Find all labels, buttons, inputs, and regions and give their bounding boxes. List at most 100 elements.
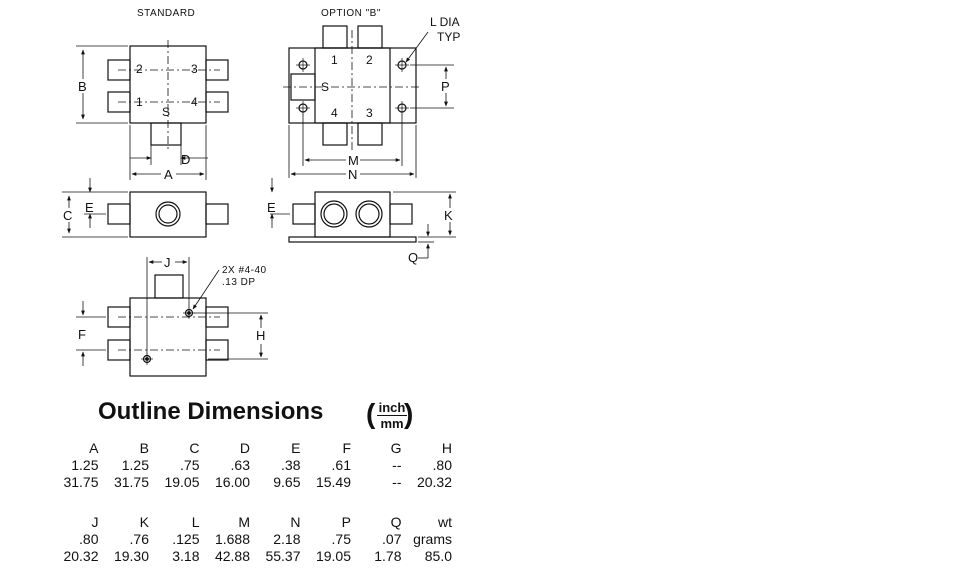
- value-cell: .75: [180, 457, 200, 473]
- dimensions-table-1: A B C D E F G H 1.25 1.25 .75 .63 .38 .6…: [48, 440, 452, 491]
- value-cell: 9.65: [273, 474, 301, 490]
- value-cell: .07: [382, 531, 402, 547]
- dim-letter-h: H: [256, 328, 265, 343]
- value-cell: .80: [79, 531, 99, 547]
- port-connector: [150, 122, 182, 146]
- port-label-s: S: [162, 105, 170, 119]
- value-cell: 20.32: [416, 474, 452, 490]
- option-b-label: OPTION "B": [321, 8, 381, 19]
- value-cell: .75: [331, 531, 351, 547]
- standard-side-body: [129, 191, 207, 238]
- port-label-s: S: [321, 80, 329, 94]
- header-cell: G: [390, 440, 402, 456]
- port-connector: [357, 25, 383, 49]
- dim-letter-b: B: [78, 79, 87, 94]
- dim-letter-f: F: [78, 327, 86, 342]
- table-row-inch: 1.25 1.25 .75 .63 .38 .61 -- .80: [48, 457, 452, 474]
- tap-note-line1: 2X #4-40: [222, 265, 267, 276]
- header-cell: P: [341, 514, 351, 530]
- value-cell: .76: [129, 531, 149, 547]
- value-cell: 1.78: [374, 548, 402, 564]
- dim-letter-j: J: [164, 255, 171, 270]
- header-cell: F: [342, 440, 351, 456]
- value-cell: 55.37: [265, 548, 301, 564]
- port-connector: [154, 274, 184, 299]
- value-cell: 19.05: [164, 474, 200, 490]
- unit-fraction: ( inch mm ): [366, 398, 418, 434]
- side-connector: [389, 203, 413, 225]
- header-cell: B: [139, 440, 149, 456]
- paren-right: ): [404, 398, 414, 429]
- value-cell: grams: [413, 531, 452, 547]
- port-label-2: 2: [366, 53, 373, 67]
- value-cell: 19.05: [315, 548, 351, 564]
- tapped-hole: [183, 307, 195, 319]
- port-label-2: 2: [136, 62, 143, 76]
- port-connector: [322, 25, 348, 49]
- value-cell: .80: [432, 457, 452, 473]
- value-cell: 1.25: [71, 457, 99, 473]
- unit-inch: inch: [378, 400, 406, 415]
- tapped-hole: [141, 353, 153, 365]
- value-cell: --: [392, 457, 402, 473]
- value-cell: 2.18: [273, 531, 301, 547]
- dimensions-table-2: J K L M N P Q wt .80 .76 .125 1.688 2.18…: [48, 514, 452, 565]
- value-cell: 19.30: [113, 548, 149, 564]
- side-connector: [205, 203, 229, 225]
- value-cell: 15.49: [315, 474, 351, 490]
- value-cell: .125: [172, 531, 200, 547]
- header-cell: E: [291, 440, 301, 456]
- mounting-hole: [296, 101, 310, 115]
- tap-note-line2: .13 DP: [222, 277, 256, 288]
- mounting-hole: [395, 58, 409, 72]
- standard-label: STANDARD: [137, 8, 195, 19]
- standard-bottom-body: [129, 297, 207, 377]
- port-connector: [357, 122, 383, 146]
- s-port-circle: [155, 201, 181, 227]
- dim-letter-e: E: [85, 200, 94, 215]
- typ-label: TYP: [437, 30, 460, 44]
- standard-top-view: 2 3 1 4 S B D A: [76, 40, 229, 182]
- outline-drawing: STANDARD 2 3 1 4 S B D A: [62, 8, 460, 377]
- dim-letter-p: P: [441, 79, 450, 94]
- table-header-row: J K L M N P Q wt: [48, 514, 453, 531]
- unit-mm: mm: [380, 416, 404, 431]
- value-cell: --: [392, 474, 402, 490]
- table-row-mm: 31.75 31.75 19.05 16.00 9.65 15.49 -- 20…: [48, 474, 452, 491]
- value-cell: .38: [281, 457, 301, 473]
- value-cell: 1.688: [214, 531, 250, 547]
- value-cell: 1.25: [121, 457, 149, 473]
- header-cell: Q: [390, 514, 402, 530]
- option-b-side-view: E K Q: [267, 178, 456, 265]
- dim-letter-q: Q: [408, 250, 418, 265]
- port-label-3: 3: [191, 62, 198, 76]
- l-dia-label: L DIA: [430, 15, 460, 29]
- header-cell: J: [91, 514, 99, 530]
- table-row-inch: .80 .76 .125 1.688 2.18 .75 .07 grams: [48, 531, 452, 548]
- port-label-4: 4: [191, 95, 198, 109]
- value-cell: 3.18: [172, 548, 200, 564]
- standard-side-view: C E: [62, 178, 229, 238]
- port-circle: [355, 200, 383, 228]
- dim-letter-n: N: [348, 167, 357, 182]
- side-connector: [292, 203, 316, 225]
- header-cell: N: [290, 514, 301, 530]
- value-cell: .63: [230, 457, 250, 473]
- port-label-3: 3: [366, 106, 373, 120]
- port-label-1: 1: [331, 53, 338, 67]
- header-cell: wt: [438, 514, 452, 530]
- table-header-row: A B C D E F G H: [48, 440, 452, 457]
- header-cell: A: [89, 440, 99, 456]
- dim-letter-a: A: [164, 167, 173, 182]
- value-cell: 85.0: [424, 548, 452, 564]
- dim-letter-d: D: [181, 152, 190, 167]
- header-cell: K: [139, 514, 149, 530]
- value-cell: 20.32: [63, 548, 99, 564]
- table-row-mm: 20.32 19.30 3.18 42.88 55.37 19.05 1.78 …: [48, 548, 452, 565]
- dim-letter-k: K: [444, 208, 453, 223]
- port-label-4: 4: [331, 106, 338, 120]
- value-cell: 31.75: [63, 474, 99, 490]
- dim-letter-e: E: [267, 200, 276, 215]
- mounting-hole: [296, 58, 310, 72]
- unit-fraction-bar: [377, 415, 407, 416]
